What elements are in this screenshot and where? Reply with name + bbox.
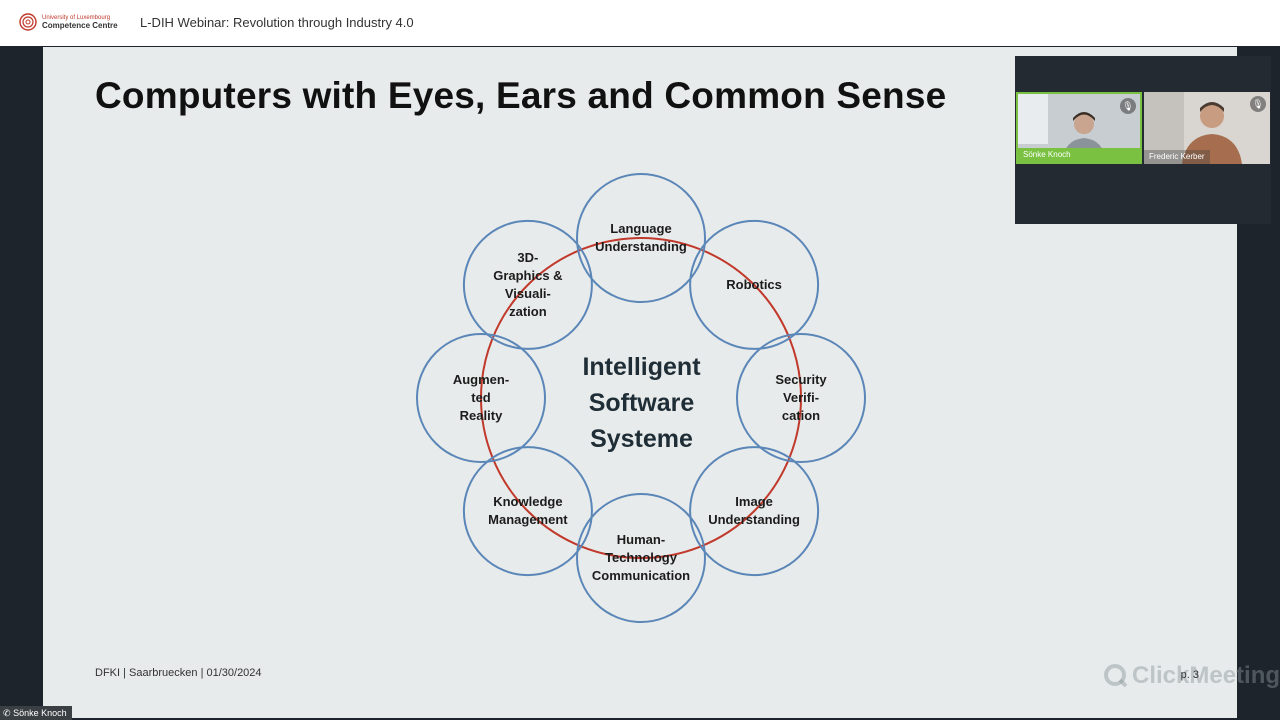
connecting-ring bbox=[480, 237, 802, 559]
node-circle-robotics bbox=[689, 219, 820, 350]
slide-footer: DFKI | Saarbruecken | 01/30/2024 bbox=[95, 667, 262, 679]
microphone-icon[interactable]: 🎙 bbox=[1120, 98, 1136, 114]
clickmeeting-watermark: ClickMeeting bbox=[1103, 662, 1280, 690]
participant-name: Frederic Kerber bbox=[1144, 150, 1210, 164]
node-circle-ar bbox=[416, 333, 546, 463]
participant-tile[interactable]: 🎙 Frederic Kerber bbox=[1144, 92, 1270, 164]
node-label-line: Image bbox=[735, 494, 773, 510]
active-speaker-tag: ✆ Sönke Knoch bbox=[0, 706, 72, 720]
participant-tile[interactable]: 🎙 Sönke Knoch bbox=[1016, 92, 1142, 164]
competency-diagram bbox=[416, 173, 866, 623]
node-label-line: Visuali- bbox=[504, 285, 551, 301]
logo-text-line1: University of Luxembourg bbox=[42, 14, 111, 21]
node-label-graphics: 3D- Graphics & Visuali-zation bbox=[468, 249, 588, 321]
node-label-line: Communication bbox=[591, 568, 691, 583]
center-label-line: Software bbox=[588, 389, 695, 417]
node-label-line: Robotics bbox=[726, 276, 782, 292]
node-label-line: Language bbox=[610, 221, 672, 236]
active-speaker-name: Sönke Knoch bbox=[13, 708, 67, 718]
node-label-line: Human- bbox=[616, 532, 666, 547]
node-label-line: ted bbox=[471, 390, 491, 405]
speaker-icon: ✆ bbox=[3, 708, 11, 718]
logo-text-line2: Competence Centre bbox=[42, 20, 118, 30]
slide-title: Computers with Eyes, Ears and Common Sen… bbox=[95, 75, 947, 116]
node-label-robotics: Robotics bbox=[694, 276, 814, 294]
center-label-line: Systeme bbox=[590, 425, 693, 453]
center-label-line: Intelligent bbox=[582, 353, 701, 381]
node-label-line: Understanding bbox=[595, 239, 687, 254]
webinar-title: L-DIH Webinar: Revolution through Indust… bbox=[140, 15, 414, 30]
participant-name: Sönke Knoch bbox=[1018, 148, 1140, 162]
node-circle-human-tech bbox=[576, 493, 706, 623]
node-label-line: Reality bbox=[459, 408, 503, 423]
node-label-line: Knowledge bbox=[493, 494, 563, 510]
node-label-line: zation bbox=[509, 303, 547, 319]
node-circle-graphics bbox=[462, 219, 593, 350]
node-label-line: Graphics & bbox=[493, 267, 563, 283]
node-circle-security bbox=[736, 333, 866, 463]
node-label-line: Augmen- bbox=[452, 372, 510, 387]
node-label-line: Understanding bbox=[708, 512, 800, 528]
node-label-line: Verifi- bbox=[782, 390, 820, 405]
participant-avatar bbox=[1144, 92, 1270, 164]
top-bar: University of Luxembourg Competence Cent… bbox=[0, 0, 1280, 46]
logo-mark-icon bbox=[19, 13, 37, 31]
node-label-line: cation bbox=[781, 408, 821, 423]
participant-video-panel[interactable]: 🎙 Sönke Knoch 🎙 Frederic Kerber bbox=[1015, 56, 1271, 224]
node-circle-language bbox=[576, 173, 706, 303]
node-circle-image bbox=[689, 446, 820, 577]
watermark-text: ClickMeeting bbox=[1132, 662, 1280, 689]
competence-centre-logo: University of Luxembourg Competence Cent… bbox=[18, 12, 118, 32]
node-label-line: Security bbox=[775, 372, 827, 387]
node-label-line: Management bbox=[488, 512, 568, 528]
node-label-line: 3D- bbox=[517, 249, 539, 265]
diagram-center-label: Intelligent Software Systeme bbox=[553, 349, 730, 457]
clickmeeting-logo-icon bbox=[1104, 664, 1128, 688]
microphone-icon[interactable]: 🎙 bbox=[1250, 96, 1266, 112]
slide-page-number: p. 3 bbox=[1180, 669, 1199, 681]
node-circle-knowledge bbox=[462, 446, 593, 577]
node-label-line: Technology bbox=[605, 550, 677, 565]
